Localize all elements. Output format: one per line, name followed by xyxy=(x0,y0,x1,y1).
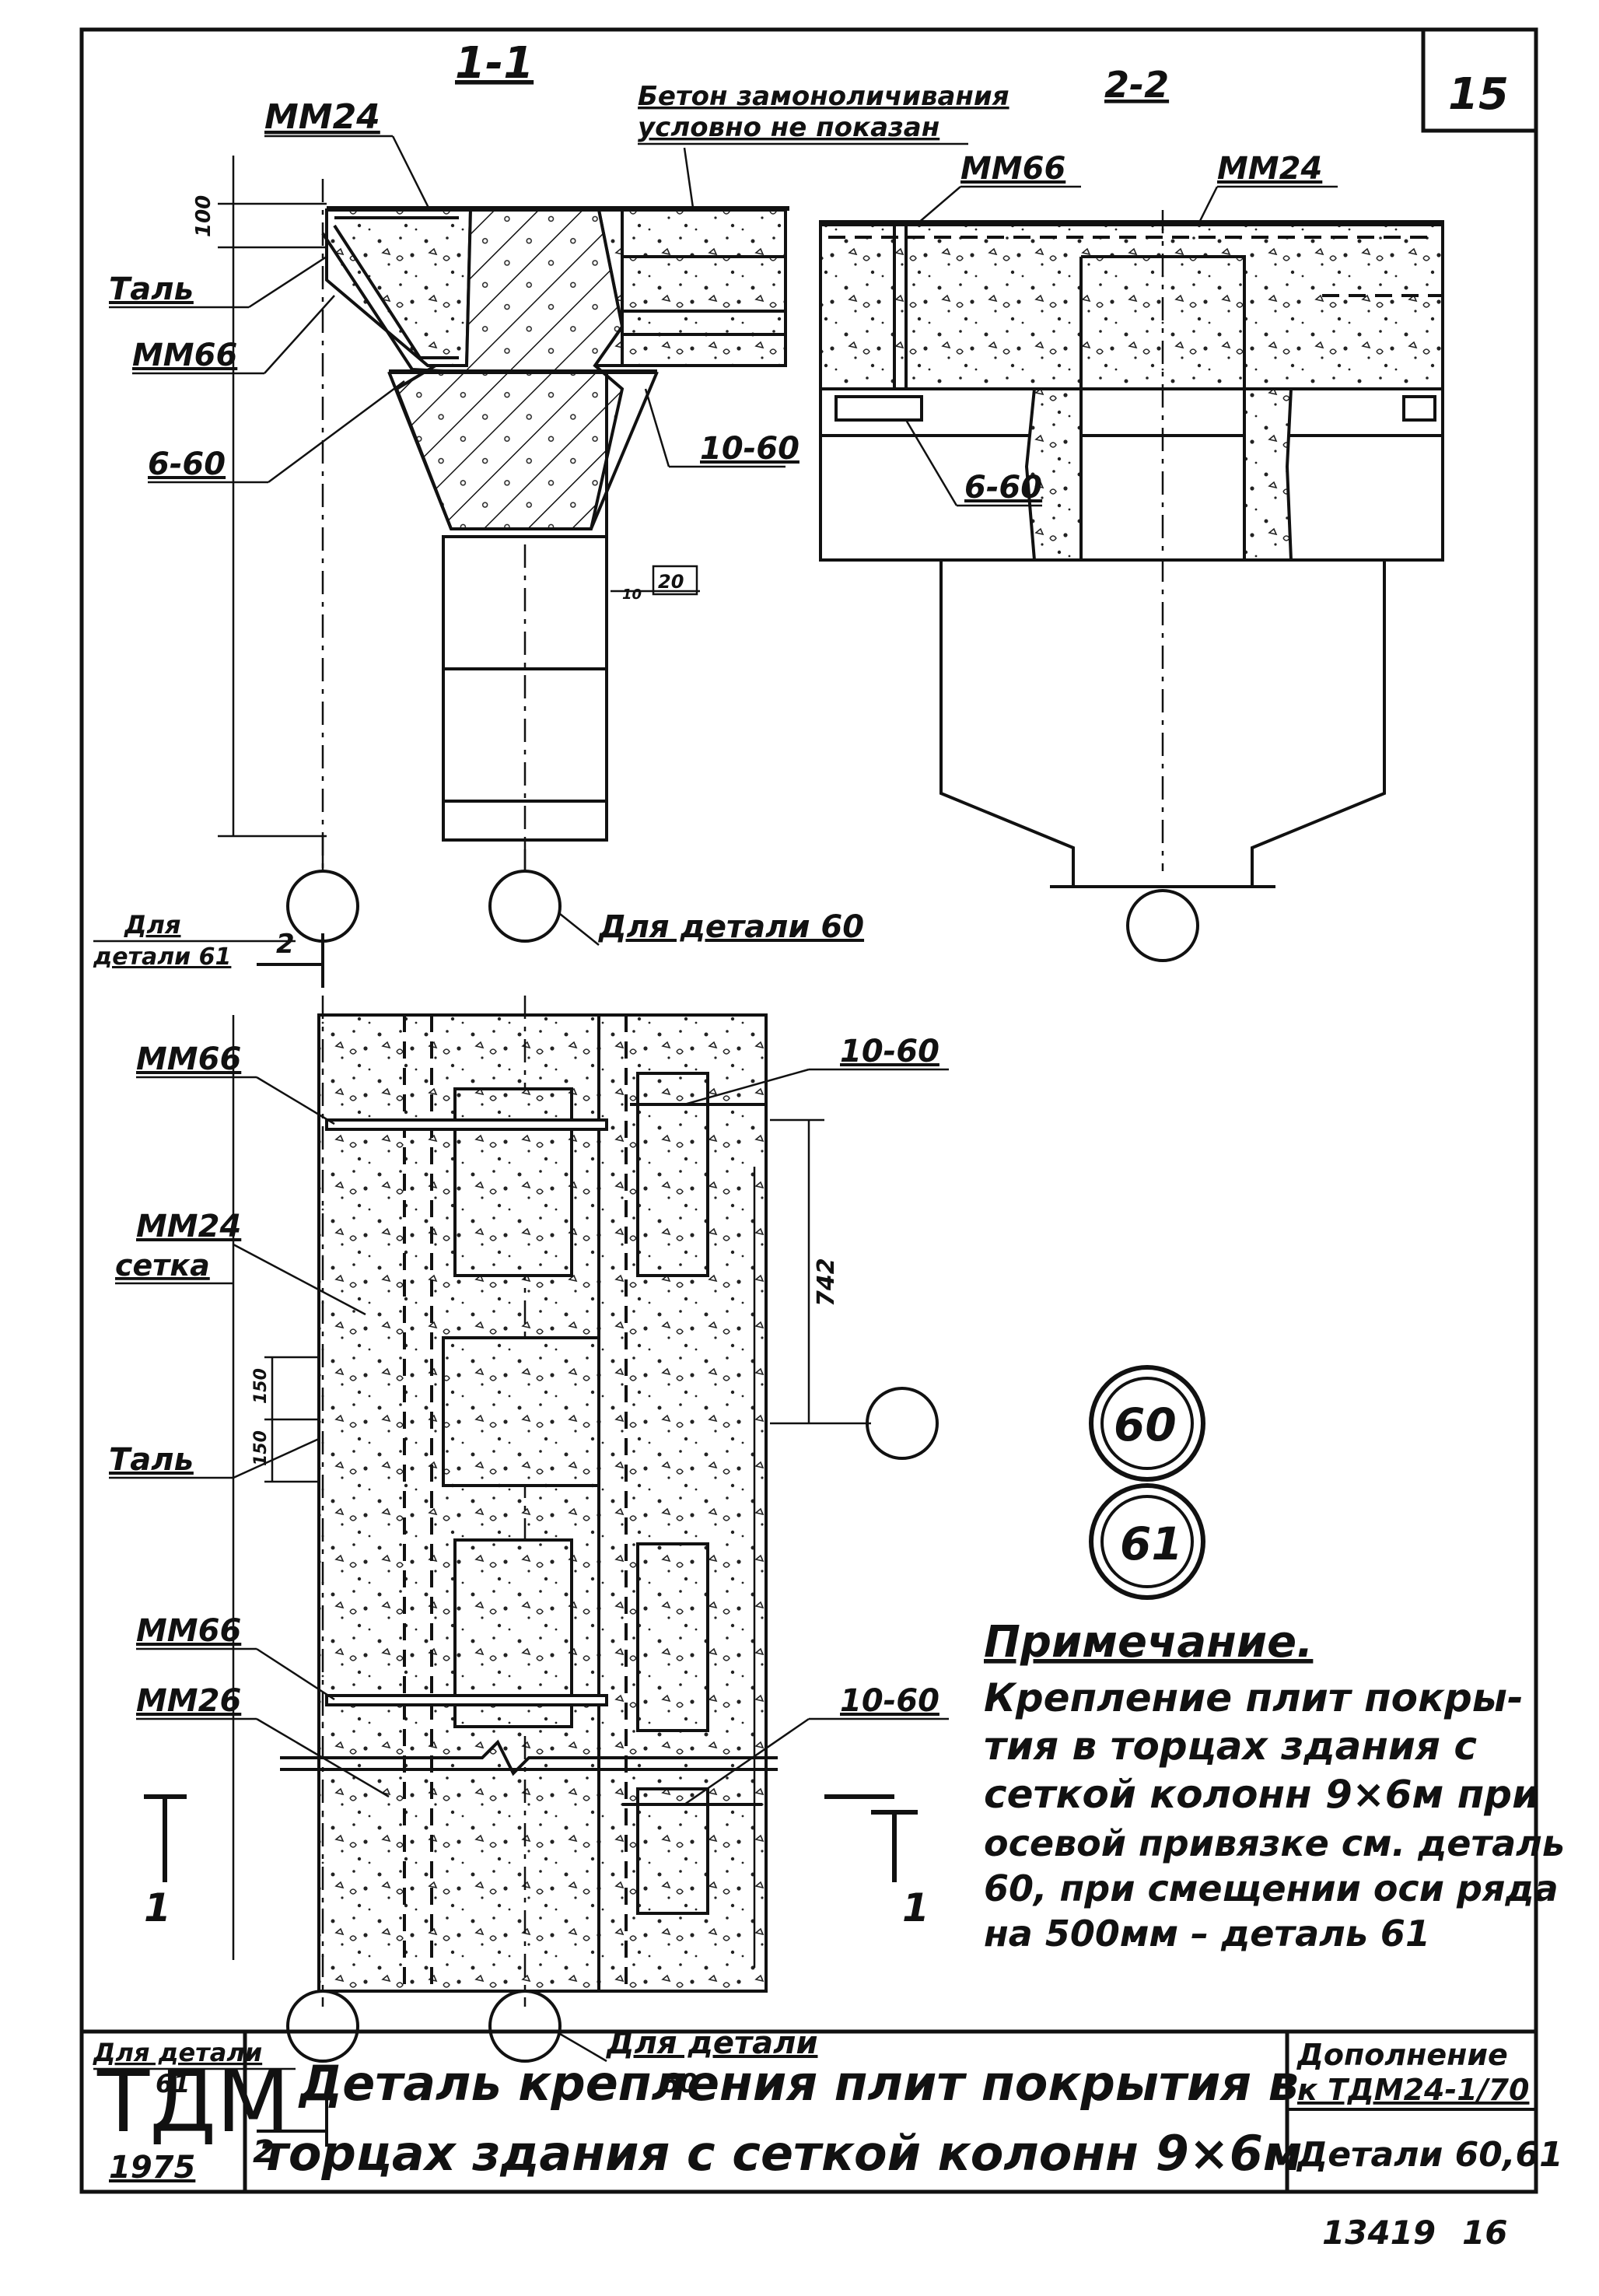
tie-mm66-bottom xyxy=(325,1694,608,1706)
axis-label-plan-right-line2: 60 xyxy=(661,2068,698,2099)
title-block-logo: ТДМ xyxy=(96,2052,290,2151)
axis-label-left-1-line1: Для xyxy=(124,910,180,940)
axis-bubble-plan-right xyxy=(866,1387,939,1460)
label-mm66-plan-bottom: ММ66 xyxy=(136,1613,241,1649)
label-mm66-section-1: ММ66 xyxy=(132,338,237,373)
axis-label-plan-left-line2: 61 xyxy=(156,2069,191,2098)
section-mark-1-right: 1 xyxy=(902,1885,929,1930)
dim-150-b: 150 xyxy=(251,1430,271,1466)
section-mark-2-top: 2 xyxy=(276,929,295,960)
label-mm66-plan-top: ММ66 xyxy=(136,1041,241,1077)
label-10-60-plan-top: 10-60 xyxy=(840,1034,939,1069)
section-1-1-title: 1-1 xyxy=(455,38,534,89)
axis-bubble-plan-bottom-right xyxy=(488,1990,562,2063)
section-2-2-title: 2-2 xyxy=(1104,64,1169,106)
title-line-1: Деталь крепления плит покрытия в xyxy=(298,2055,1299,2112)
label-10-60-plan-bottom: 10-60 xyxy=(840,1683,939,1719)
label-mm26-plan: ММ26 xyxy=(136,1683,241,1719)
detail-circle-60: 60 xyxy=(1114,1398,1177,1451)
label-mm24-section-1: ММ24 xyxy=(264,97,380,137)
title-line-2: торцах здания с сеткой колонн 9×6м xyxy=(261,2125,1303,2182)
supplement-line-2: к ТДМ24-1/70 xyxy=(1297,2073,1529,2107)
footer-number: 13419 xyxy=(1322,2214,1436,2252)
dim-20: 20 xyxy=(658,571,684,593)
label-6-60-section-2: 6-60 xyxy=(964,470,1042,506)
label-mm66-section-2: ММ66 xyxy=(960,151,1065,187)
note-line-6: на 500мм – деталь 61 xyxy=(984,1913,1430,1955)
label-6-60-section-1: 6-60 xyxy=(148,446,226,482)
note-line-4: осевой привязке см. деталь xyxy=(984,1822,1565,1864)
detail-markers: 60 61 xyxy=(1089,1365,1205,1600)
section-2-2: 2-2 ММ66 ММ24 6-60 xyxy=(819,64,1444,962)
footer-page: 16 xyxy=(1462,2214,1507,2252)
title-block: ТДМ 1975 Деталь крепления плит покрытия … xyxy=(82,2029,1563,2192)
note-line-3: сеткой колонн 9×6м при xyxy=(984,1772,1539,1817)
label-setka-plan: сетка xyxy=(115,1248,210,1283)
label-tal-plan: Таль xyxy=(109,1442,194,1478)
sheet-number: 15 xyxy=(1448,69,1509,120)
axis-label-right-1: Для детали 60 xyxy=(597,909,864,945)
note-line-1: Крепление плит покры- xyxy=(984,1675,1524,1720)
label-mm24-section-2: ММ24 xyxy=(1217,151,1322,187)
note-block: Примечание. Крепление плит покры- тия в … xyxy=(984,1617,1565,1955)
note-heading: Примечание. xyxy=(984,1617,1313,1668)
note-concrete-line2: условно не показан xyxy=(638,112,939,143)
axis-label-plan-left-line1: Для детали xyxy=(93,2038,262,2067)
axis-bubble-right-1 xyxy=(488,870,562,943)
tie-mm66-top xyxy=(325,1118,608,1131)
axis-label-left-1-line2: детали 61 xyxy=(93,943,231,971)
label-tal-section-1: Таль xyxy=(109,271,194,307)
dim-150-a: 150 xyxy=(251,1368,271,1404)
dim-10: 10 xyxy=(622,586,642,603)
dim-100: 100 xyxy=(192,195,215,237)
label-mm24-plan: ММ24 xyxy=(136,1209,241,1244)
note-line-2: тия в торцах здания с xyxy=(984,1724,1477,1769)
label-10-60-section-1: 10-60 xyxy=(700,431,800,467)
detail-circle-61: 61 xyxy=(1120,1517,1183,1570)
plan-view: 742 150 150 ММ66 10-60 ММ24 сетка Таль М… xyxy=(93,996,949,2170)
section-mark-1-left: 1 xyxy=(144,1885,171,1930)
details-ref: Детали 60,61 xyxy=(1296,2135,1563,2175)
section-1-1: 1-1 Бетон замоноличивания условно не пок… xyxy=(93,38,1009,988)
axis-bubble-left-1 xyxy=(286,870,359,943)
title-block-year: 1975 xyxy=(109,2150,195,2186)
sheet-frame xyxy=(79,27,1538,2194)
note-concrete-line1: Бетон замоноличивания xyxy=(638,81,1009,112)
supplement-line-1: Дополнение xyxy=(1296,2038,1508,2072)
dim-742: 742 xyxy=(813,1258,840,1307)
axis-bubble-section-2 xyxy=(1126,889,1199,962)
axis-bubble-plan-bottom-left xyxy=(286,1990,359,2063)
section-mark-2-bottom: 2 xyxy=(253,2134,275,2170)
note-line-5: 60, при смещении оси ряда xyxy=(984,1867,1559,1909)
